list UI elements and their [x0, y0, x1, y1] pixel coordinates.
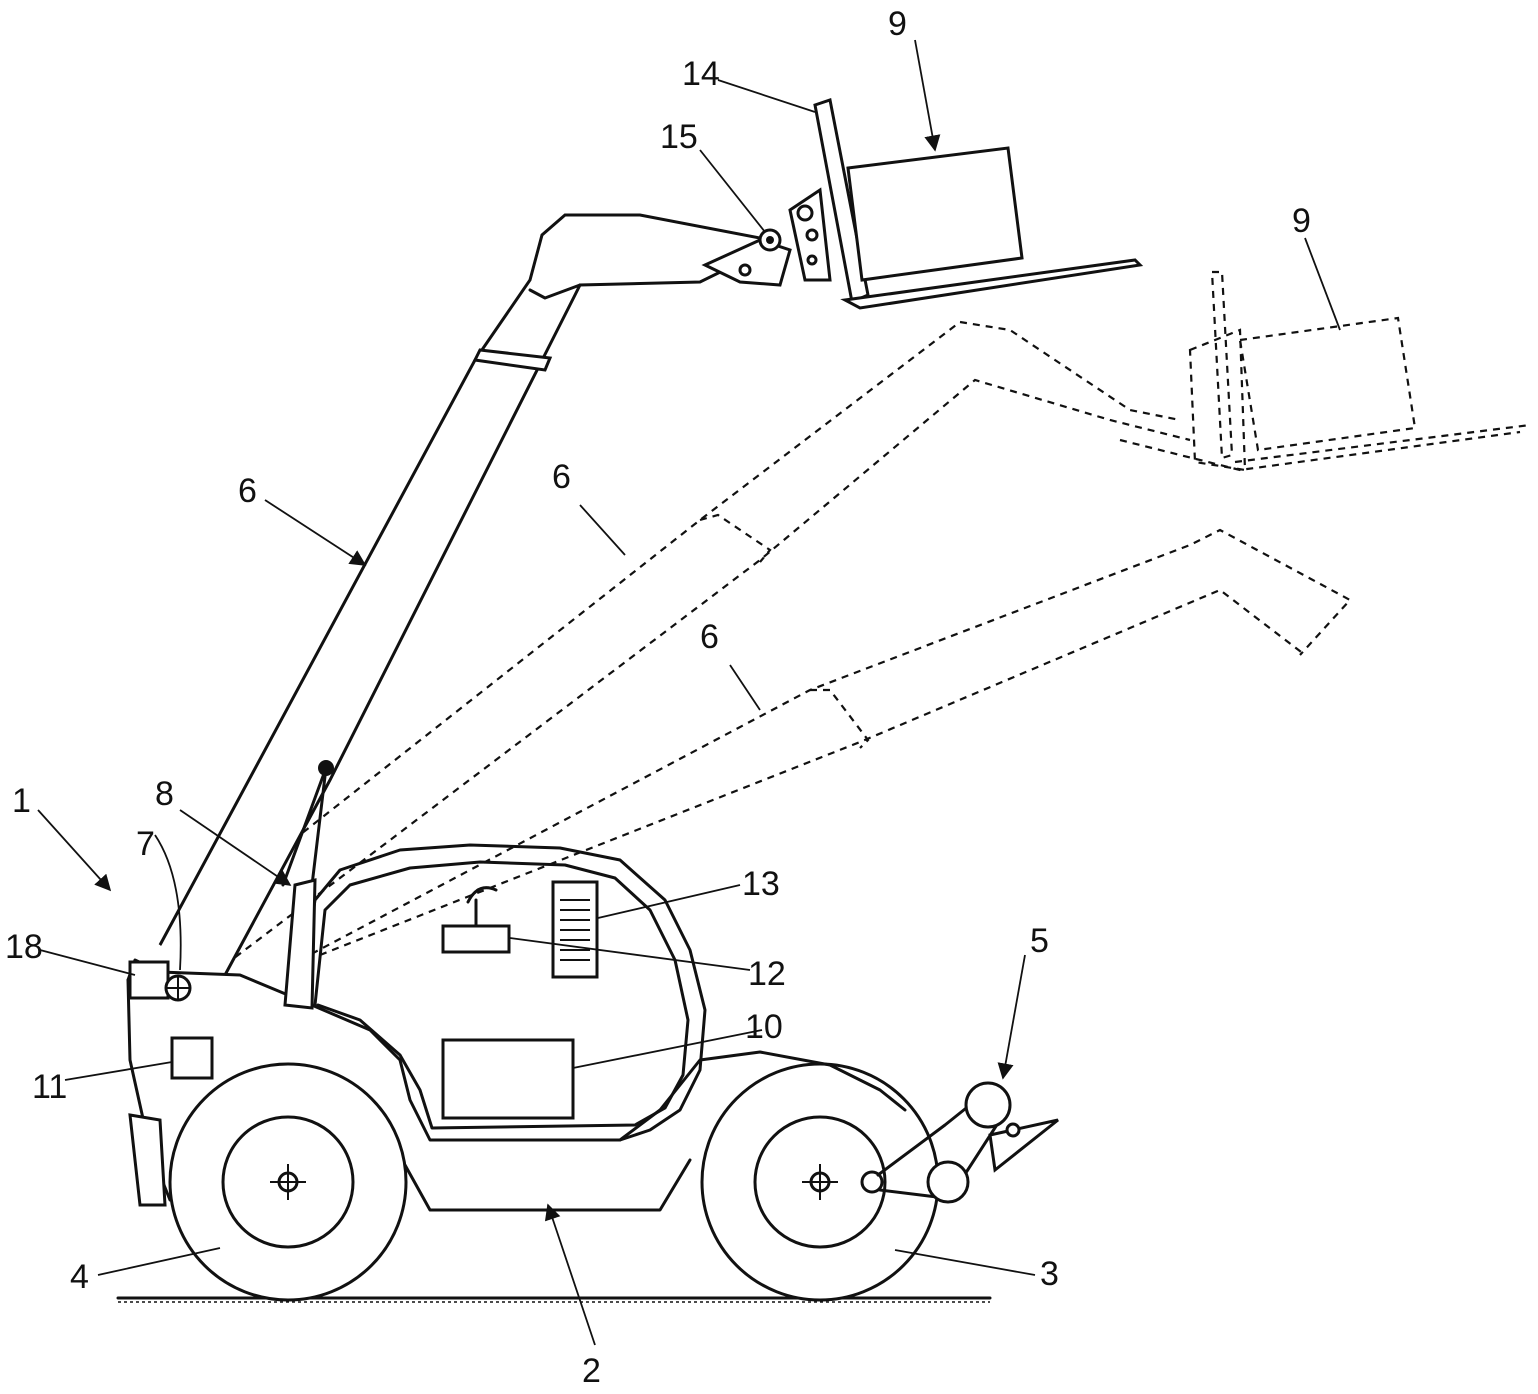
label-1: 1 [12, 782, 31, 820]
rear-wheel [168, 1062, 408, 1302]
label-11: 11 [32, 1068, 67, 1106]
boom-raised [158, 213, 762, 976]
label-18: 18 [5, 928, 43, 966]
label-7: 7 [136, 825, 155, 863]
hitch-5 [860, 1081, 1059, 1204]
control-unit-10 [441, 1038, 575, 1120]
label-14: 14 [682, 55, 720, 93]
label-6-low: 6 [700, 618, 719, 656]
leader-lines [37, 39, 1341, 1346]
chassis [126, 958, 907, 1212]
label-6-middle: 6 [552, 458, 571, 496]
boom-position-low [299, 528, 1352, 961]
unit-11 [170, 1036, 214, 1080]
cab [283, 843, 707, 1142]
load-block-lowered [1188, 270, 1417, 472]
joystick-12 [441, 886, 511, 954]
front-wheel [700, 1062, 940, 1302]
label-5: 5 [1030, 922, 1049, 960]
label-12: 12 [748, 955, 786, 993]
label-4: 4 [70, 1258, 89, 1296]
tilt-pivot-15 [758, 228, 782, 252]
boom-pivot-7 [164, 974, 192, 1002]
label-2: 2 [582, 1352, 601, 1390]
load-block-raised [846, 146, 1024, 282]
label-3: 3 [1040, 1255, 1059, 1293]
label-10: 10 [745, 1008, 783, 1046]
ground-line [116, 1296, 992, 1303]
label-6-raised: 6 [238, 472, 257, 510]
label-9-lowered: 9 [1292, 202, 1311, 240]
label-13: 13 [742, 865, 780, 903]
display-13 [551, 880, 599, 979]
sensor-box-18 [128, 960, 170, 1000]
label-8: 8 [155, 775, 174, 813]
label-15: 15 [660, 118, 698, 156]
label-9-raised: 9 [888, 5, 907, 43]
